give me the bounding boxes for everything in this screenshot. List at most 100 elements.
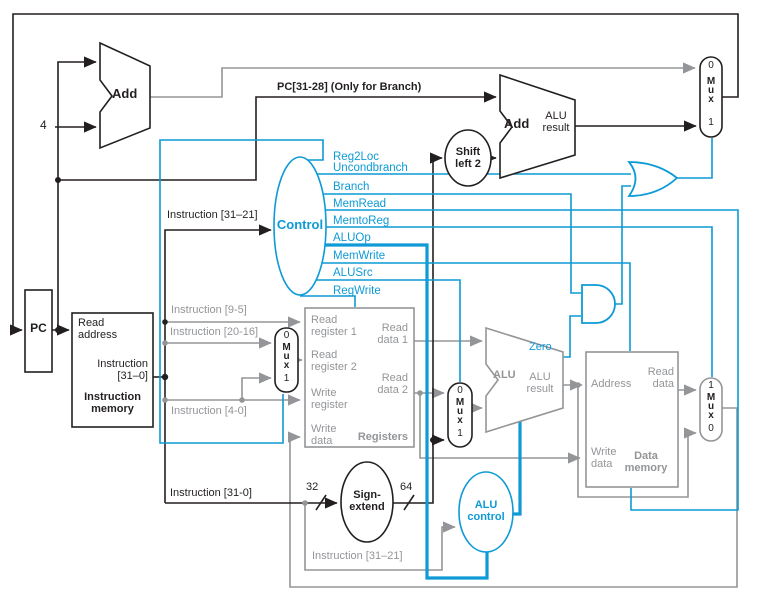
- reg-mux-label: M u x: [282, 342, 291, 371]
- imem-output: Instruction [31–0]: [97, 358, 148, 382]
- imem-read-address: Read address: [78, 317, 118, 341]
- wb-mux-label: M u x: [706, 392, 716, 421]
- pc-label: PC: [30, 321, 47, 335]
- wire-or-out: [677, 138, 713, 179]
- shift-left2-ellipse: [444, 129, 492, 187]
- signal-branch: Branch: [333, 181, 370, 193]
- pc-mux-input1: 1: [708, 117, 714, 128]
- junction-dots-black: [55, 177, 436, 443]
- pc-adder-shape: [99, 41, 151, 150]
- registers-title: Registers: [357, 431, 408, 443]
- reg-write-data: Write data: [311, 423, 337, 447]
- data-memory-title: Data memory: [624, 450, 668, 474]
- alu-mux-input0: 0: [457, 385, 463, 396]
- bus-slash-64: [403, 494, 415, 511]
- control-title: Control: [276, 217, 324, 232]
- and-gate: [581, 284, 616, 324]
- wb-mux-input1: 1: [708, 380, 714, 391]
- signal-alusrc: ALUSrc: [333, 267, 373, 279]
- data-memory-box: [585, 351, 679, 488]
- wire-and-out: [612, 185, 631, 305]
- junction-dots-gray: [162, 340, 581, 506]
- width-32-label: 32: [306, 481, 319, 493]
- alu-mux-label: M u x: [455, 397, 465, 426]
- wire-instr-4-0-branch: [241, 372, 272, 400]
- wire-zero: [563, 315, 581, 358]
- alu-result-label: ALU result: [526, 371, 554, 395]
- alu-title: ALU: [493, 369, 516, 381]
- wire-branch: [300, 193, 581, 294]
- wire-pc-to-add: [57, 56, 97, 330]
- wb-mux: [699, 377, 723, 442]
- instr-31-0-label: Instruction [31-0]: [170, 487, 252, 499]
- branch-adder-label: Add: [504, 116, 530, 131]
- pc-mux-label: M u x: [706, 76, 716, 105]
- dmem-address: Address: [591, 378, 632, 390]
- alu-mux-input1: 1: [457, 428, 463, 439]
- signal-memwrite: MemWrite: [333, 250, 386, 262]
- pc-box: [24, 289, 53, 373]
- pc-branch-note: PC[31-28] (Only for Branch): [277, 81, 422, 93]
- reg-mux-input1: 1: [283, 373, 290, 384]
- alu-control-label: ALU control: [467, 499, 505, 523]
- wire-alusrc: [300, 279, 461, 382]
- dmem-write-data: Write data: [591, 446, 617, 470]
- alu-control-ellipse: [458, 471, 514, 553]
- signal-uncondbranch: Uncondbranch: [333, 162, 408, 174]
- reg-read-register-1: Read register 1: [311, 314, 357, 338]
- sign-extend-label: Sign- extend: [349, 489, 385, 513]
- imem-title: Instruction memory: [84, 391, 141, 415]
- dmem-read-data: Read data: [647, 366, 674, 390]
- wire-signext-to-shift: [393, 152, 443, 504]
- reg-read-data-2: Read data 2: [377, 372, 408, 396]
- pc-adder-label: Add: [112, 86, 138, 101]
- registers-box: [304, 307, 415, 448]
- reg-read-data-1: Read data 1: [377, 322, 408, 346]
- bus-slash-32: [315, 494, 327, 511]
- instruction-memory-box: [71, 312, 154, 428]
- wire-pc-plus4: [150, 62, 696, 98]
- inactive-wires: [150, 62, 738, 588]
- alu-shape: [485, 326, 564, 434]
- wire-memwrite: [300, 262, 631, 351]
- instr-31-21-bottom-label: Instruction [31–21]: [312, 550, 403, 562]
- pc-mux-input0: 0: [708, 60, 714, 71]
- zero-label: Zero: [529, 341, 552, 353]
- pc-mux: [699, 56, 723, 138]
- instr-9-5-label: Instruction [9-5]: [171, 304, 247, 316]
- alu-mux: [447, 382, 473, 448]
- branch-adder-result-label: ALU result: [542, 110, 570, 134]
- wire-read-data-2-to-mem: [419, 393, 581, 464]
- wire-memtoreg: [300, 226, 713, 377]
- control-ellipse: [273, 156, 327, 296]
- signal-memread: MemRead: [333, 198, 387, 210]
- shift-left2-label: Shift left 2: [455, 146, 481, 170]
- wire-pc-loop: [10, 13, 739, 336]
- or-gate: [627, 161, 679, 197]
- wire-regwrite: [300, 295, 356, 307]
- signal-memtoreg: MemtoReg: [333, 215, 390, 227]
- reg-mux: [274, 327, 299, 393]
- width-64-label: 64: [400, 481, 413, 493]
- reg-read-register-2: Read register 2: [311, 349, 357, 373]
- reg-mux-input0: 0: [283, 330, 290, 341]
- instr-20-16-label: Instruction [20-16]: [170, 326, 259, 338]
- wire-reg2loc: [159, 139, 324, 444]
- wire-alu-result-bypass: [577, 385, 697, 498]
- wire-instr-31-21-to-alucontrol: [304, 503, 456, 571]
- branch-adder-shape: [499, 73, 576, 180]
- wire-instr-to-control: [164, 224, 272, 503]
- wire-writeback: [288, 407, 738, 588]
- control-input-label: Instruction [31–21]: [167, 209, 258, 221]
- wb-mux-input0: 0: [708, 423, 714, 434]
- wire-memread: [300, 209, 739, 511]
- instr-4-0-label: Instruction [4-0]: [171, 405, 247, 417]
- signal-regwrite: RegWrite: [333, 285, 381, 297]
- signal-reg2loc: Reg2Loc: [333, 151, 380, 163]
- four-label: 4: [40, 118, 47, 132]
- active-wires: [10, 13, 739, 511]
- reg-write-register: Write register: [311, 387, 348, 411]
- wire-pc-to-branch-add: [58, 91, 497, 181]
